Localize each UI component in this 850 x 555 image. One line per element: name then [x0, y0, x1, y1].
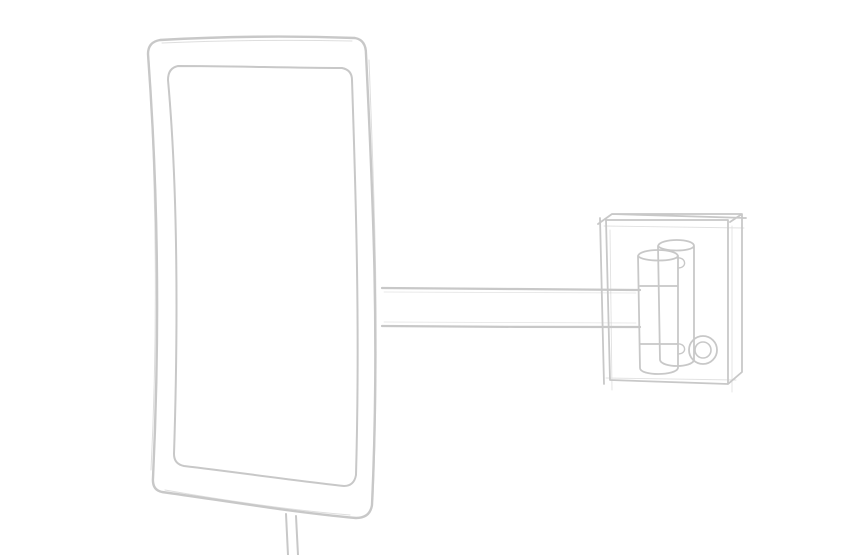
mirror-outer-frame [146, 35, 377, 520]
front-hinge-cylinder [637, 249, 679, 375]
mirror-arm-retrace [383, 291, 637, 324]
mirror-outer-frame-retrace [148, 39, 377, 516]
mirror-glass [167, 65, 359, 487]
adjust-knob-inner [694, 341, 712, 359]
wall-plate-edges [603, 225, 745, 393]
wall-plate [597, 213, 747, 385]
stand-pole [285, 513, 299, 555]
adjust-knob-outer [688, 335, 718, 365]
hinge-connector [675, 257, 686, 355]
